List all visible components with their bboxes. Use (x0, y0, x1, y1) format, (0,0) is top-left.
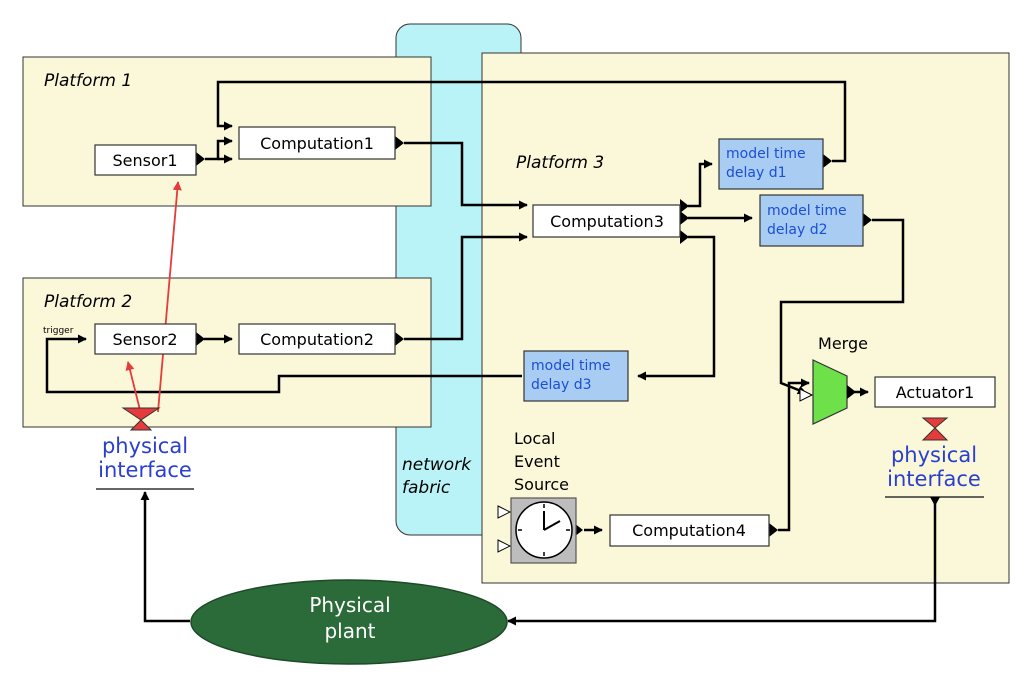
actuator-interface-label-line1: physical (891, 443, 977, 467)
sensor-interface-icon (121, 407, 161, 431)
wire-sensor1-computation1 (205, 136, 233, 161)
delay-d2-box[interactable] (759, 194, 864, 247)
delay-d1-label-line2: delay d1 (726, 165, 787, 181)
wire-computation3-delay-d3 (637, 235, 716, 381)
sensor1-label: Sensor1 (112, 151, 177, 170)
delay-d1-label-line1: model time (726, 146, 806, 162)
wire-red-interface-sensor1 (157, 181, 182, 413)
actuator-interface-icon (921, 417, 949, 441)
network-fabric-label-line2: fabric (402, 478, 451, 498)
merge-label: Merge (818, 334, 868, 353)
computation3-label: Computation3 (550, 212, 664, 231)
delay-d1-box[interactable] (718, 138, 824, 190)
platform-3-label: Platform 3 (516, 153, 604, 173)
actuator1-label: Actuator1 (896, 383, 975, 402)
trigger-label: trigger (43, 326, 74, 336)
delay-d2-label-line1: model time (767, 203, 847, 219)
wire-computation2-computation3 (404, 232, 528, 341)
event-source-label-line1: Local (514, 429, 555, 448)
platform-2-label: Platform 2 (44, 292, 132, 312)
merge-actor[interactable] (812, 359, 848, 425)
wire-plant-to-interface (140, 491, 190, 623)
computation4-box[interactable] (609, 514, 770, 547)
wire-delay-d2-merge (779, 218, 905, 395)
physical-plant-label-line1: Physical (309, 593, 390, 617)
event-source-label-line2: Event (514, 452, 560, 471)
wire-computation1-computation3 (404, 141, 528, 210)
sensor-interface-label-line1: physical (102, 434, 188, 458)
computation2-label: Computation2 (260, 330, 374, 349)
network-fabric-label-line1: network (402, 455, 472, 475)
physical-plant-label-line2: plant (324, 619, 375, 643)
delay-d3-label-line1: model time (531, 358, 611, 374)
sensor2-box[interactable] (94, 323, 197, 355)
computation2-box[interactable] (238, 323, 396, 355)
sensor2-label: Sensor2 (112, 330, 177, 349)
delay-d2-label-line2: delay d2 (767, 222, 828, 238)
actuator-interface-label-line2: interface (887, 467, 981, 491)
computation4-label: Computation4 (632, 521, 746, 540)
computation3-box[interactable] (532, 204, 681, 238)
wire-computation4-merge (778, 378, 810, 532)
wire-computation3-delay-d1 (688, 159, 713, 208)
sensor-interface-label-line2: interface (98, 458, 192, 482)
physical-plant[interactable] (190, 579, 508, 665)
actuator1-box[interactable] (874, 376, 996, 408)
computation1-box[interactable] (238, 126, 396, 160)
wire-delay-d1-feedback (216, 80, 847, 163)
sensor1-box[interactable] (94, 144, 197, 176)
wire-interface-to-plant (507, 499, 937, 626)
wire-red-interface-sensor2 (125, 361, 141, 411)
platform-1-label: Platform 1 (44, 71, 132, 91)
delay-d3-label-line2: delay d3 (531, 377, 592, 393)
computation1-label: Computation1 (260, 134, 374, 153)
clock-icon[interactable] (497, 497, 577, 564)
wire-delay-d3-sensor2 (45, 334, 522, 394)
event-source-label-line3: Source (514, 475, 569, 494)
delay-d3-box[interactable] (523, 350, 629, 402)
